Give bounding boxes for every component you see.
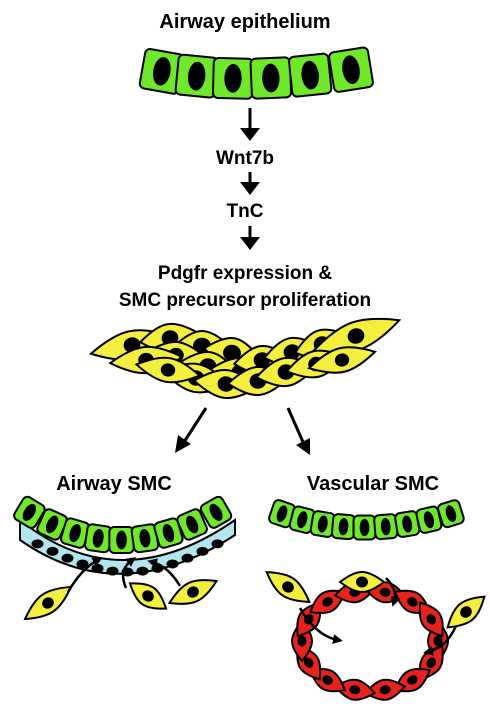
airway-smc-nucleus [61, 553, 74, 563]
epithelial-cell [153, 517, 184, 549]
curved-arrows [66, 557, 458, 656]
airway-smc-nucleus [166, 559, 179, 569]
airway-smc-nucleus [76, 559, 89, 569]
curved-arrow-icon [385, 577, 401, 607]
epithelial-cell [268, 499, 296, 529]
label-airway-smc: Airway SMC [56, 473, 172, 495]
epithelial-cell [199, 495, 233, 529]
epithelial-cell [437, 499, 465, 529]
curved-arrow-icon [423, 625, 458, 656]
epithelial-cell [352, 514, 377, 541]
title-airway-epithelium: Airway epithelium [159, 11, 330, 33]
epithelial-cell [211, 56, 255, 100]
epithelial-cell [13, 495, 46, 529]
epithelial-cell [288, 52, 333, 98]
airway-epithelium-row [138, 46, 374, 100]
airway-smc-nucleus [136, 566, 149, 576]
precursor-cell [134, 356, 202, 384]
arrow-diagonal-icon [286, 407, 310, 455]
airway-smc-nucleus [211, 539, 224, 549]
arrow-down-icon [240, 108, 260, 141]
airway-smc-nucleus [106, 566, 119, 576]
curved-arrow-icon [147, 558, 182, 587]
curved-arrow-icon [298, 607, 343, 645]
epithelial-cell [108, 526, 135, 554]
migrating-precursor-cell [167, 579, 219, 605]
label-tnc: TnC [227, 201, 264, 222]
smc-precursor-cluster [88, 317, 402, 400]
precursor-cell [307, 346, 377, 374]
vascular-epithelium-row [268, 499, 465, 541]
epithelial-cell [328, 46, 374, 93]
label-vascular-smc: Vascular SMC [307, 473, 439, 495]
migrating-precursor-cell [338, 570, 386, 594]
curved-arrow-icon [66, 557, 103, 593]
airway-smc-nucleus [181, 553, 194, 563]
epithelial-cell [394, 510, 421, 538]
vascular-smc-cell [363, 678, 407, 701]
epithelial-cell [330, 513, 357, 541]
label-pdgfr-expression: Pdgfr expression & [158, 263, 332, 284]
epithelial-cell [249, 56, 293, 100]
arrow-down-icon [240, 226, 260, 250]
migrating-precursor-cell [128, 582, 168, 610]
migrating-precursor-cell [265, 571, 311, 603]
epithelial-cell [176, 508, 208, 541]
vascular-smc-ring [290, 581, 450, 701]
airway-smc-nucleus [31, 539, 44, 549]
airway-smc-group [13, 495, 236, 577]
airway-smc-nucleus [91, 563, 104, 573]
vascular-smc-cell [418, 601, 444, 638]
migrating-precursor-cell [446, 595, 486, 629]
airway-smc-nucleus [46, 546, 59, 556]
label-smc-precursor-proliferation: SMC precursor proliferation [119, 290, 371, 311]
airway-smc-nucleus [196, 546, 209, 556]
epithelial-cell [84, 523, 113, 554]
arrow-down-icon [240, 172, 260, 195]
arrow-diagonal-icon [175, 407, 208, 453]
curved-arrow-icon [121, 557, 137, 589]
migrating-precursor-cells [23, 570, 486, 629]
airway-smc-layer [19, 517, 236, 575]
epithelial-cell [174, 53, 219, 99]
label-wnt7b: Wnt7b [216, 148, 274, 169]
migrating-precursor-cell [23, 585, 73, 621]
epithelial-cell [373, 513, 399, 541]
